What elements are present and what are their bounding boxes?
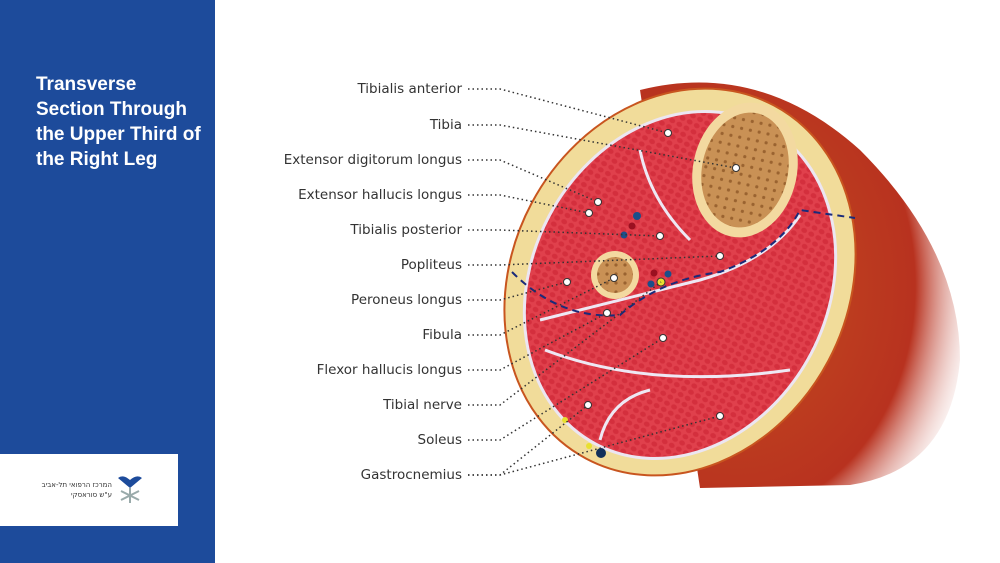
label-flexor-hallucis-longus: Flexor hallucis longus xyxy=(316,362,462,378)
leader-line xyxy=(468,159,599,203)
marker-dot xyxy=(610,274,618,282)
label-extensor-hallucis-longus: Extensor hallucis longus xyxy=(298,187,462,203)
label-tibialis-posterior: Tibialis posterior xyxy=(350,222,462,238)
marker-dot xyxy=(716,412,724,420)
hospital-logo: המרכז הרפואי תל-אביב ע"ש סוראסקי xyxy=(0,454,178,526)
marker-dot xyxy=(659,334,667,342)
logo-text: המרכז הרפואי תל-אביב ע"ש סוראסקי xyxy=(36,480,112,500)
leader-line xyxy=(468,277,615,336)
leader-line xyxy=(468,194,590,214)
label-fibula: Fibula xyxy=(422,327,462,343)
leader-line xyxy=(468,415,721,476)
label-tibial-nerve: Tibial nerve xyxy=(383,397,462,413)
markers xyxy=(563,129,740,420)
leader-line xyxy=(468,124,737,169)
marker-dot xyxy=(584,401,592,409)
heart-snowflake-icon xyxy=(118,476,142,503)
marker-dot xyxy=(594,198,602,206)
label-gastrocnemius: Gastrocnemius xyxy=(360,467,462,483)
page-title: Transverse Section Through the Upper Thi… xyxy=(36,74,201,170)
leader-lines xyxy=(468,88,737,476)
marker-dot xyxy=(664,129,672,137)
label-extensor-digitorum-longus: Extensor digitorum longus xyxy=(283,152,462,168)
marker-dot xyxy=(603,309,611,317)
label-popliteus: Popliteus xyxy=(400,257,462,273)
leader-line xyxy=(468,281,662,406)
label-tibia: Tibia xyxy=(429,117,462,133)
marker-dot xyxy=(585,209,593,217)
logo-line-1: המרכז הרפואי תל-אביב xyxy=(41,481,112,489)
leader-line xyxy=(468,229,661,237)
leader-line xyxy=(468,255,721,266)
leader-line xyxy=(468,88,669,134)
leader-line xyxy=(468,312,608,371)
label-tibialis-anterior: Tibialis anterior xyxy=(357,81,462,97)
leader-line xyxy=(468,337,664,441)
marker-dot xyxy=(656,232,664,240)
marker-dot xyxy=(716,252,724,260)
label-peroneus-longus: Peroneus longus xyxy=(351,292,462,308)
interosseous-dashed-line xyxy=(511,208,856,317)
marker-dot xyxy=(732,164,740,172)
leader-line xyxy=(468,281,568,301)
label-soleus: Soleus xyxy=(417,432,462,448)
fascia-lines xyxy=(539,149,802,441)
logo-line-2: ע"ש סוראסקי xyxy=(71,491,112,499)
marker-dot xyxy=(563,278,571,286)
